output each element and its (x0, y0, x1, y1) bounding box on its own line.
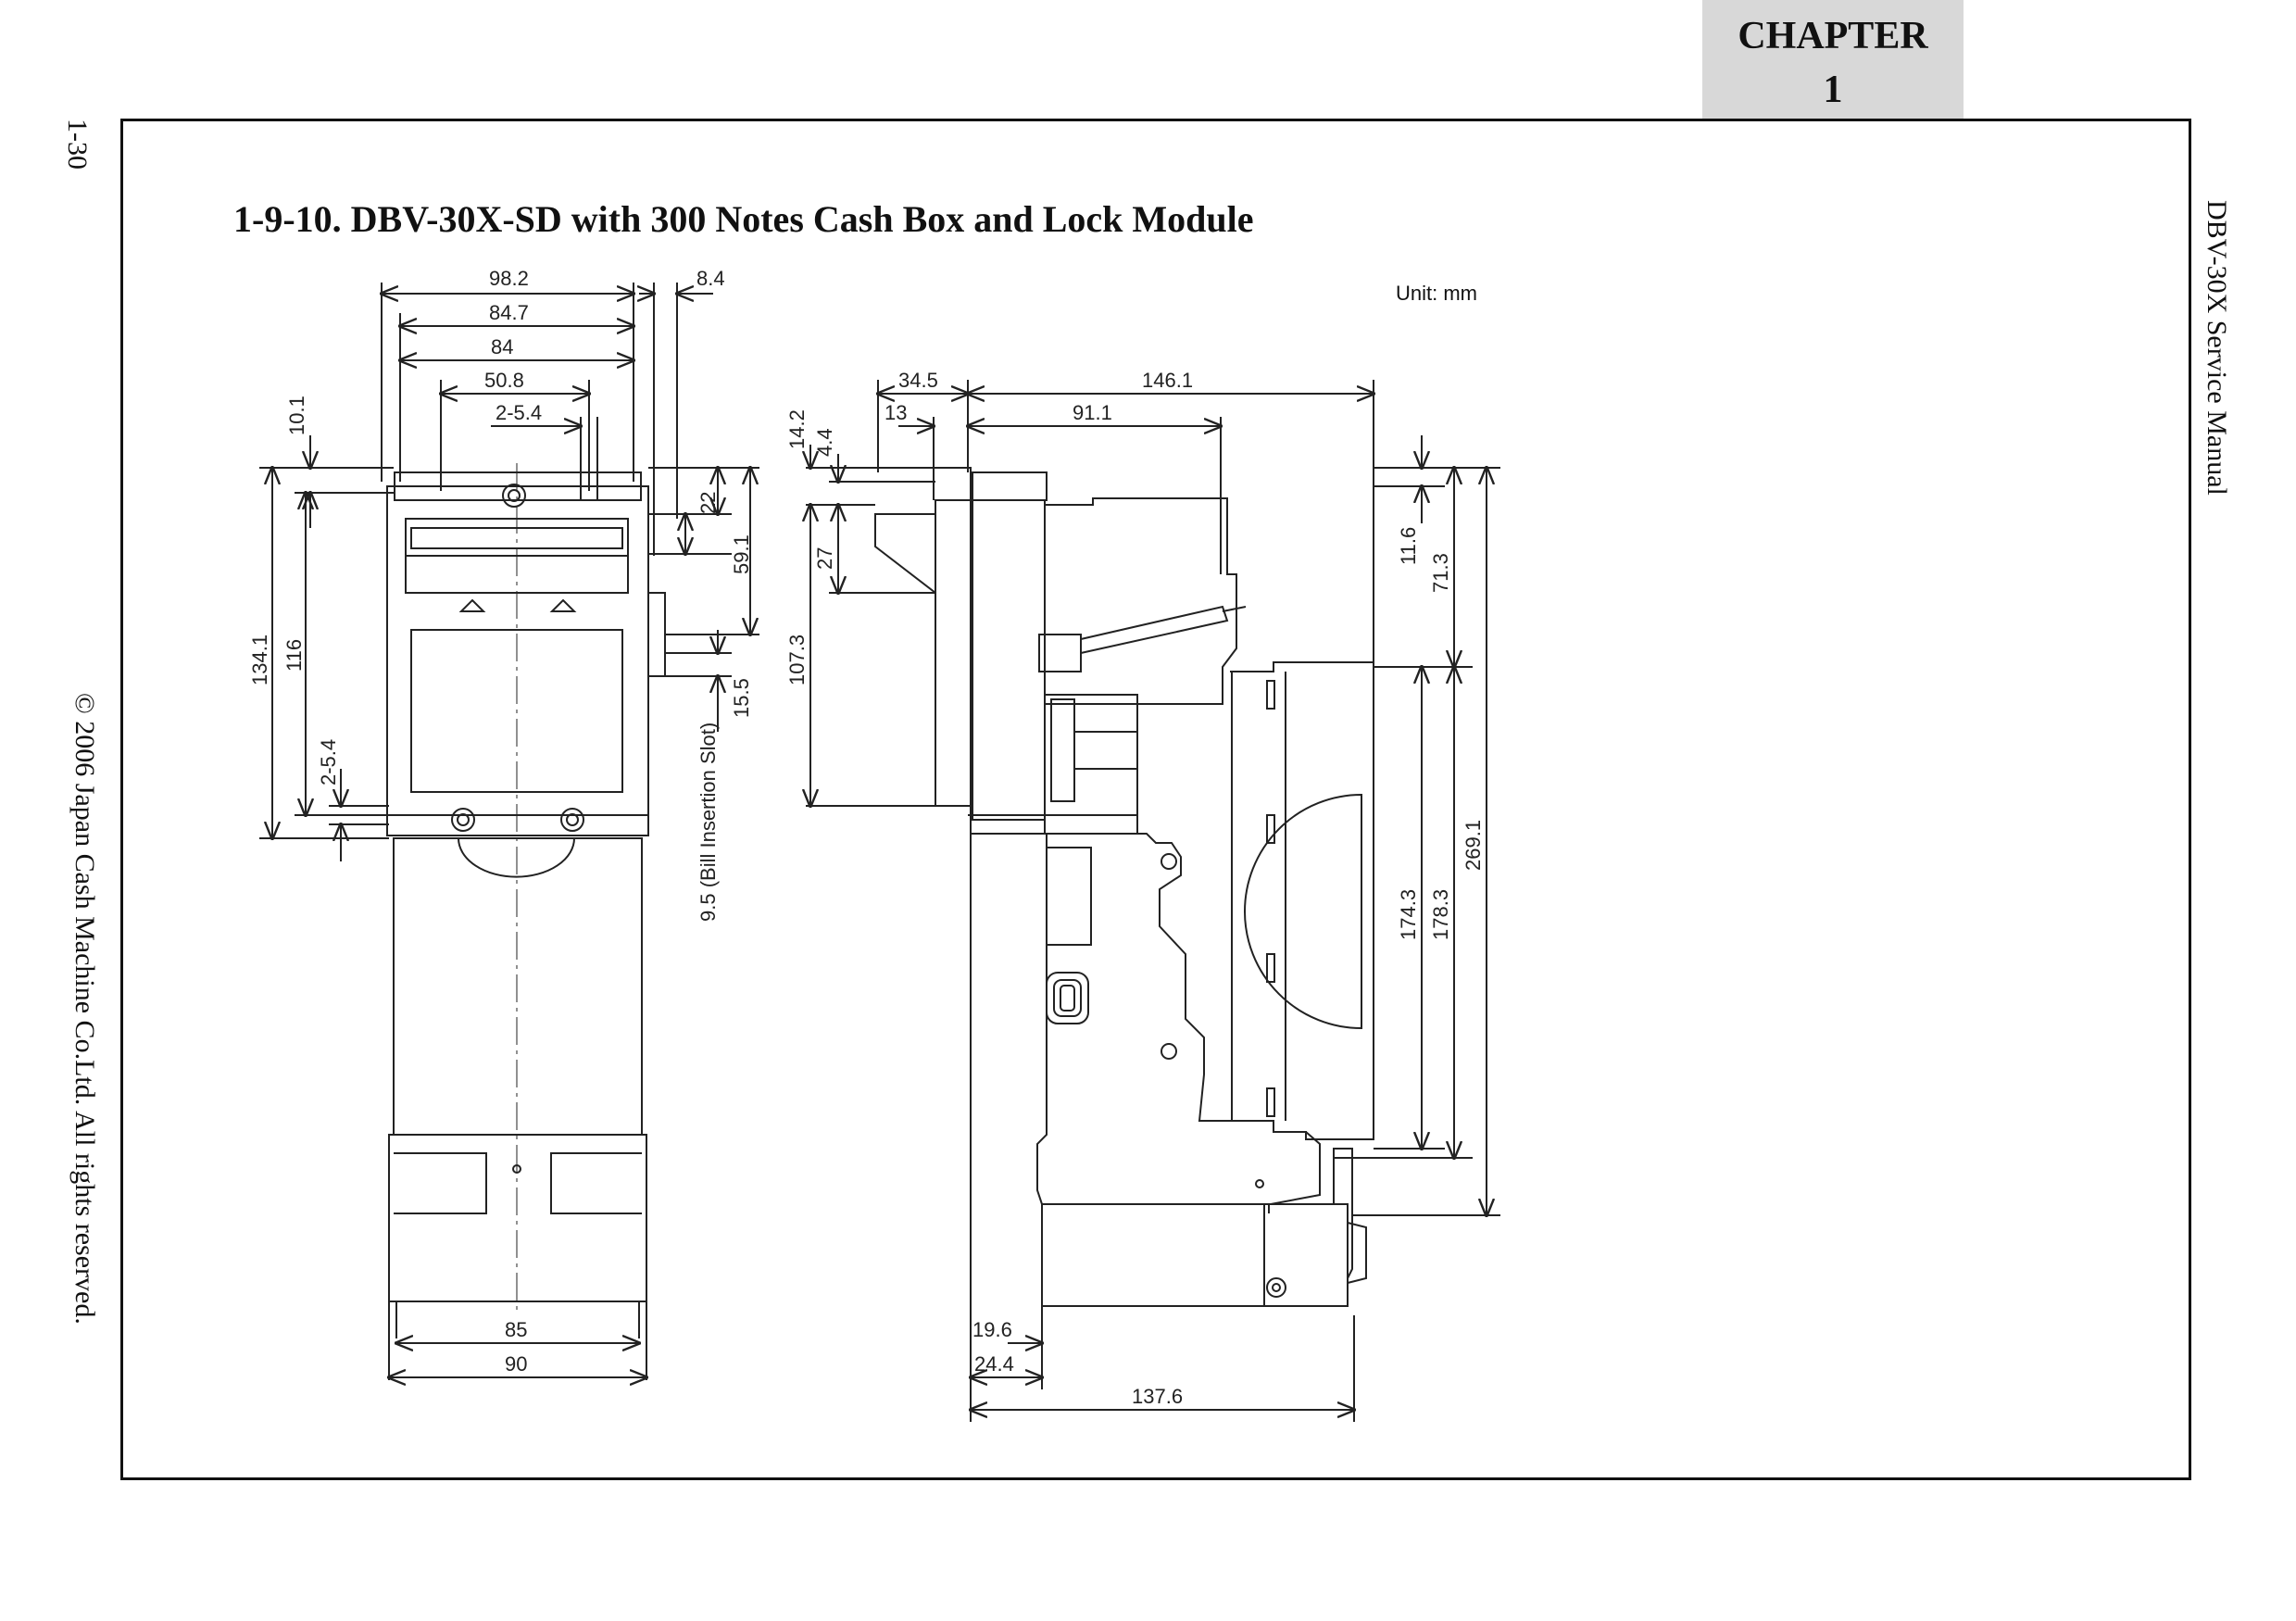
dim-59-1: 59.1 (730, 534, 753, 574)
figure-title: 1-9-10. DBV-30X-SD with 300 Notes Cash B… (233, 198, 1254, 240)
dim-269-1: 269.1 (1462, 820, 1485, 871)
dim-bill-insertion-slot: 9.5 (Bill Insertion Slot) (696, 723, 720, 922)
dim-2-5-4-left: 2-5.4 (317, 739, 340, 785)
dim-90: 90 (505, 1352, 527, 1376)
dim-11-6: 11.6 (1397, 527, 1420, 565)
dim-27: 27 (813, 547, 836, 570)
dim-19-6: 19.6 (972, 1318, 1012, 1341)
dim-10-1: 10.1 (285, 396, 308, 435)
dim-85: 85 (505, 1318, 527, 1341)
chapter-tab: CHAPTER 1 (1702, 0, 1964, 119)
dim-22: 22 (696, 492, 720, 514)
dim-14-2: 14.2 (785, 409, 809, 449)
chapter-number: 1 (1823, 69, 1843, 111)
dim-50-8: 50.8 (484, 369, 524, 392)
dim-15-5: 15.5 (730, 678, 753, 718)
unit-label: Unit: mm (1396, 282, 1477, 305)
figure-frame (120, 119, 2191, 1480)
dim-98-2: 98.2 (489, 267, 529, 290)
chapter-label: CHAPTER (1738, 15, 1928, 57)
dim-8-4: 8.4 (696, 267, 725, 290)
dim-2-5-4-top: 2-5.4 (496, 401, 542, 424)
side-view-labels: 34.5 146.1 13 91.1 14.2 4.4 27 107.3 11.… (785, 369, 1485, 1408)
front-view-labels: 98.2 8.4 84.7 84 50.8 2-5.4 10.1 134.1 1… (248, 267, 753, 1376)
side-view (806, 380, 1500, 1422)
dim-134-1: 134.1 (248, 635, 271, 685)
front-view (259, 283, 759, 1380)
dim-24-4: 24.4 (974, 1352, 1014, 1376)
dim-4-4: 4.4 (813, 428, 836, 457)
dim-137-6: 137.6 (1132, 1385, 1183, 1408)
dim-13: 13 (885, 401, 907, 424)
dim-146-1: 146.1 (1142, 369, 1193, 392)
dim-91-1: 91.1 (1073, 401, 1112, 424)
dim-34-5: 34.5 (898, 369, 938, 392)
dim-174-3: 174.3 (1397, 889, 1420, 940)
dim-84-7: 84.7 (489, 301, 529, 324)
dim-178-3: 178.3 (1429, 889, 1452, 940)
dim-84: 84 (491, 335, 513, 358)
dim-71-3: 71.3 (1429, 553, 1452, 593)
dim-107-3: 107.3 (785, 635, 809, 685)
dim-116: 116 (282, 639, 306, 672)
